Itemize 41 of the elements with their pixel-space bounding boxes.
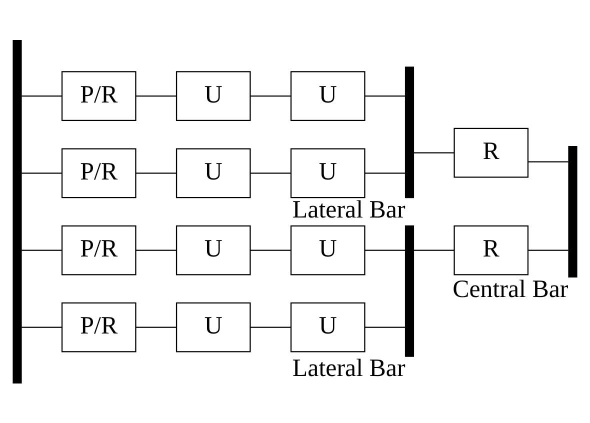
node-box: U	[290, 224, 366, 275]
connector	[528, 160, 568, 162]
connector	[414, 249, 454, 250]
node-bar	[12, 39, 22, 383]
node-box: U	[176, 302, 251, 352]
node-box: U	[290, 70, 366, 121]
connector	[22, 172, 62, 174]
node-box: U	[290, 302, 366, 352]
connector	[22, 249, 62, 250]
node-box: U	[176, 148, 251, 198]
connector	[136, 249, 176, 250]
connector	[528, 249, 568, 250]
connector	[22, 95, 62, 96]
connector	[364, 326, 406, 328]
connector	[364, 249, 406, 250]
connector	[364, 172, 406, 174]
node-bar	[404, 224, 414, 356]
connector	[136, 95, 176, 96]
connector	[22, 326, 62, 328]
connector	[250, 326, 291, 328]
connector	[250, 172, 291, 174]
node-box: U	[176, 224, 251, 275]
node-label: Lateral Bar	[292, 354, 406, 382]
node-box: P/R	[61, 70, 136, 121]
connector	[250, 249, 291, 250]
connector	[136, 326, 176, 328]
node-box: P/R	[61, 148, 136, 198]
connector	[364, 95, 406, 96]
node-bar	[568, 145, 578, 277]
node-box: P/R	[61, 302, 136, 352]
node-box: U	[290, 148, 366, 198]
node-box: U	[176, 70, 251, 121]
connector	[414, 152, 454, 153]
node-box: R	[454, 127, 529, 178]
connector	[136, 172, 176, 174]
connector	[250, 95, 291, 96]
node-label: Lateral Bar	[292, 196, 406, 223]
node-box: P/R	[61, 224, 136, 275]
node-bar	[404, 66, 414, 198]
node-box: R	[454, 224, 529, 275]
node-label: Central Bar	[452, 275, 568, 302]
